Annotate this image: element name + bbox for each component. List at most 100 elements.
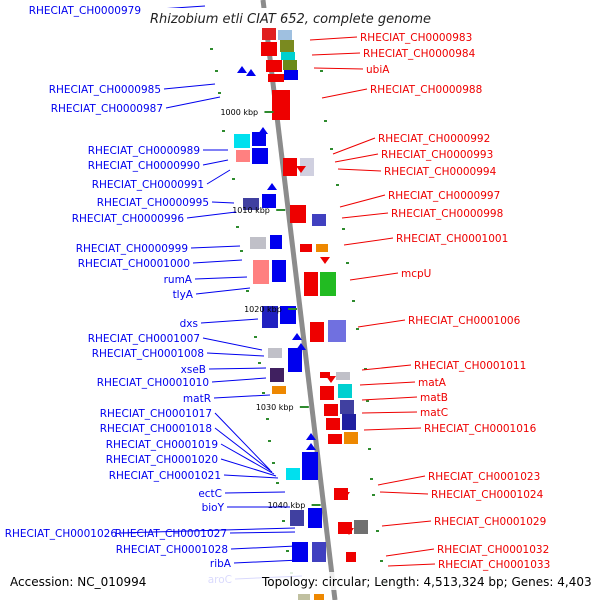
left-leader-line xyxy=(163,83,216,90)
kbp-tick-label: 1000 kbp xyxy=(220,108,258,117)
left-leader-line xyxy=(206,352,265,357)
right-leader-line xyxy=(341,212,389,219)
left-gene-label: ribA xyxy=(210,558,232,570)
feature-tick xyxy=(215,70,218,72)
right-leader-line xyxy=(381,520,432,527)
right-gene-label: RHECIAT_CH0000984 xyxy=(363,48,476,60)
left-gene-label: RHECIAT_CH0000989 xyxy=(88,145,200,157)
left-gene-label: RHECIAT_CH0000996 xyxy=(72,213,185,225)
feature-tick xyxy=(336,184,339,186)
gene-block xyxy=(272,90,290,120)
gene-block xyxy=(272,260,286,282)
gene-block xyxy=(268,74,284,82)
feature-tick xyxy=(282,520,285,522)
gene-block xyxy=(278,30,292,40)
gene-block xyxy=(328,434,342,444)
gene-direction-arrow xyxy=(296,343,306,350)
right-gene-label: RHECIAT_CH0001029 xyxy=(434,516,546,528)
left-gene-label: RHECIAT_CH0000999 xyxy=(76,243,188,255)
feature-tick xyxy=(366,400,369,402)
gene-direction-arrow xyxy=(296,212,306,219)
gene-direction-arrow xyxy=(306,443,316,450)
feature-tick xyxy=(210,48,213,50)
right-gene-label: RHECIAT_CH0000994 xyxy=(384,166,497,178)
right-leader-line xyxy=(311,52,361,56)
feature-tick xyxy=(320,70,323,72)
accession-text: Accession: NC_010994 xyxy=(10,575,146,589)
right-leader-line xyxy=(337,168,382,172)
kbp-tick-label: 1040 kbp xyxy=(268,501,306,510)
gene-block xyxy=(261,42,277,56)
right-leader-line xyxy=(313,67,364,70)
feature-tick xyxy=(246,290,249,292)
right-gene-label: matA xyxy=(418,377,447,389)
right-gene-label: matC xyxy=(420,407,448,419)
right-gene-labels: RHECIAT_CH0000983RHECIAT_CH0000984ubiARH… xyxy=(360,32,550,571)
left-gene-label: dxs xyxy=(180,318,198,330)
gene-block xyxy=(283,158,297,176)
feature-tick xyxy=(262,392,265,394)
right-leader-line xyxy=(359,381,416,386)
left-leader-line xyxy=(211,201,235,204)
feature-tick xyxy=(368,448,371,450)
right-gene-label: RHECIAT_CH0000983 xyxy=(360,32,472,44)
feature-tick xyxy=(240,250,243,252)
left-gene-label: RHECIAT_CH0000985 xyxy=(49,84,161,96)
left-leader-line xyxy=(165,96,221,109)
gene-block xyxy=(262,306,278,328)
feature-tick xyxy=(352,300,355,302)
left-gene-label: RHECIAT_CH0001018 xyxy=(100,423,212,435)
left-leader-line xyxy=(192,259,243,264)
left-gene-labels: RHECIAT_CH0000979RHECIAT_CH0000985RHECIA… xyxy=(5,5,232,586)
gene-block xyxy=(272,386,286,394)
gene-direction-arrow xyxy=(326,376,336,383)
left-gene-label: RHECIAT_CH0000991 xyxy=(92,179,204,191)
gene-block xyxy=(340,400,354,414)
right-gene-label: RHECIAT_CH0000988 xyxy=(370,84,482,96)
gene-block xyxy=(270,235,282,249)
gene-block xyxy=(283,60,297,70)
gene-block xyxy=(310,322,324,342)
left-gene-label: RHECIAT_CH0001000 xyxy=(78,258,190,270)
gene-block xyxy=(342,414,356,430)
left-gene-label: RHECIAT_CH0000987 xyxy=(51,103,163,115)
right-gene-label: RHECIAT_CH0000992 xyxy=(378,133,490,145)
gene-tracks xyxy=(210,18,387,600)
left-gene-label: ectC xyxy=(198,488,222,500)
gene-block xyxy=(243,198,259,210)
right-leader-line xyxy=(361,396,418,401)
left-gene-label: bioY xyxy=(202,502,225,514)
left-leader-line xyxy=(213,394,271,399)
right-gene-label: RHECIAT_CH0001016 xyxy=(424,423,537,435)
left-gene-label: tlyA xyxy=(173,289,194,301)
left-leader-line xyxy=(214,412,271,471)
left-leader-line xyxy=(206,169,231,185)
feature-tick xyxy=(232,178,235,180)
right-leader-line xyxy=(361,411,418,414)
gene-direction-arrow xyxy=(246,69,256,76)
left-gene-label: RHECIAT_CH0001021 xyxy=(109,470,221,482)
gene-block xyxy=(314,594,324,600)
gene-direction-arrow xyxy=(306,433,316,440)
gene-block xyxy=(253,260,269,284)
right-gene-label: mcpU xyxy=(401,268,431,280)
left-leader-line xyxy=(186,211,237,219)
left-leader-line xyxy=(211,377,267,383)
gene-direction-arrow xyxy=(296,166,306,173)
right-gene-label: RHECIAT_CH0000998 xyxy=(391,208,503,220)
feature-tick xyxy=(268,440,271,442)
left-leader-line xyxy=(208,367,267,370)
kbp-tick-label: 1010 kbp xyxy=(232,206,270,215)
left-gene-label: RHECIAT_CH0001027 xyxy=(115,528,227,540)
gene-block xyxy=(262,28,276,40)
right-leader-line xyxy=(385,548,435,557)
right-gene-label: RHECIAT_CH0001023 xyxy=(428,471,540,483)
gene-direction-arrow xyxy=(320,257,330,264)
left-leader-line xyxy=(202,159,229,166)
feature-tick xyxy=(372,494,375,496)
left-gene-label: RHECIAT_CH0001007 xyxy=(88,333,200,345)
gene-direction-arrow xyxy=(258,127,268,134)
left-leader-line xyxy=(224,491,286,494)
feature-tick xyxy=(254,336,257,338)
gene-block xyxy=(270,368,284,382)
